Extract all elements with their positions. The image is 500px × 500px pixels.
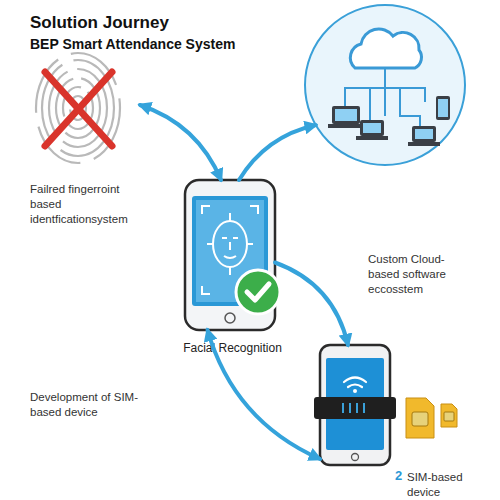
illustrated-node: Failred fingerroint based identfications… bbox=[20, 60, 155, 235]
red-cross bbox=[45, 72, 112, 146]
illustrated-node: 2SIM-based device bbox=[310, 340, 495, 500]
curved-arrow bbox=[239, 125, 316, 180]
curved-arrow bbox=[208, 330, 321, 459]
node-label: Facial Recognition bbox=[170, 341, 295, 357]
node-label: 2 bbox=[395, 468, 407, 485]
fingerprint-icon bbox=[36, 53, 120, 163]
illustrated-node: Custom Cloud-based software eccosstem bbox=[300, 2, 495, 307]
note-label: Development of SIM-based device bbox=[30, 390, 160, 420]
diagram-subtitle: BEP Smart Attendance System bbox=[30, 35, 330, 53]
node-outline bbox=[305, 5, 465, 165]
node-outline bbox=[20, 60, 140, 160]
node-label: SIM-based device bbox=[407, 470, 479, 500]
node-label: Failred fingerroint based identfications… bbox=[30, 182, 130, 227]
node-label: Custom Cloud-based software eccosstem bbox=[368, 252, 468, 297]
node-outline bbox=[185, 180, 275, 330]
illustrated-node: Facial Recognition bbox=[170, 175, 295, 365]
face-phone bbox=[185, 180, 280, 330]
diagram-title: Solution Journey bbox=[30, 12, 330, 34]
curved-arrow bbox=[140, 105, 221, 180]
node-outline bbox=[320, 345, 390, 465]
curved-arrow bbox=[275, 263, 348, 346]
cloud-ecosystem bbox=[305, 5, 465, 165]
sim-device bbox=[314, 345, 457, 465]
